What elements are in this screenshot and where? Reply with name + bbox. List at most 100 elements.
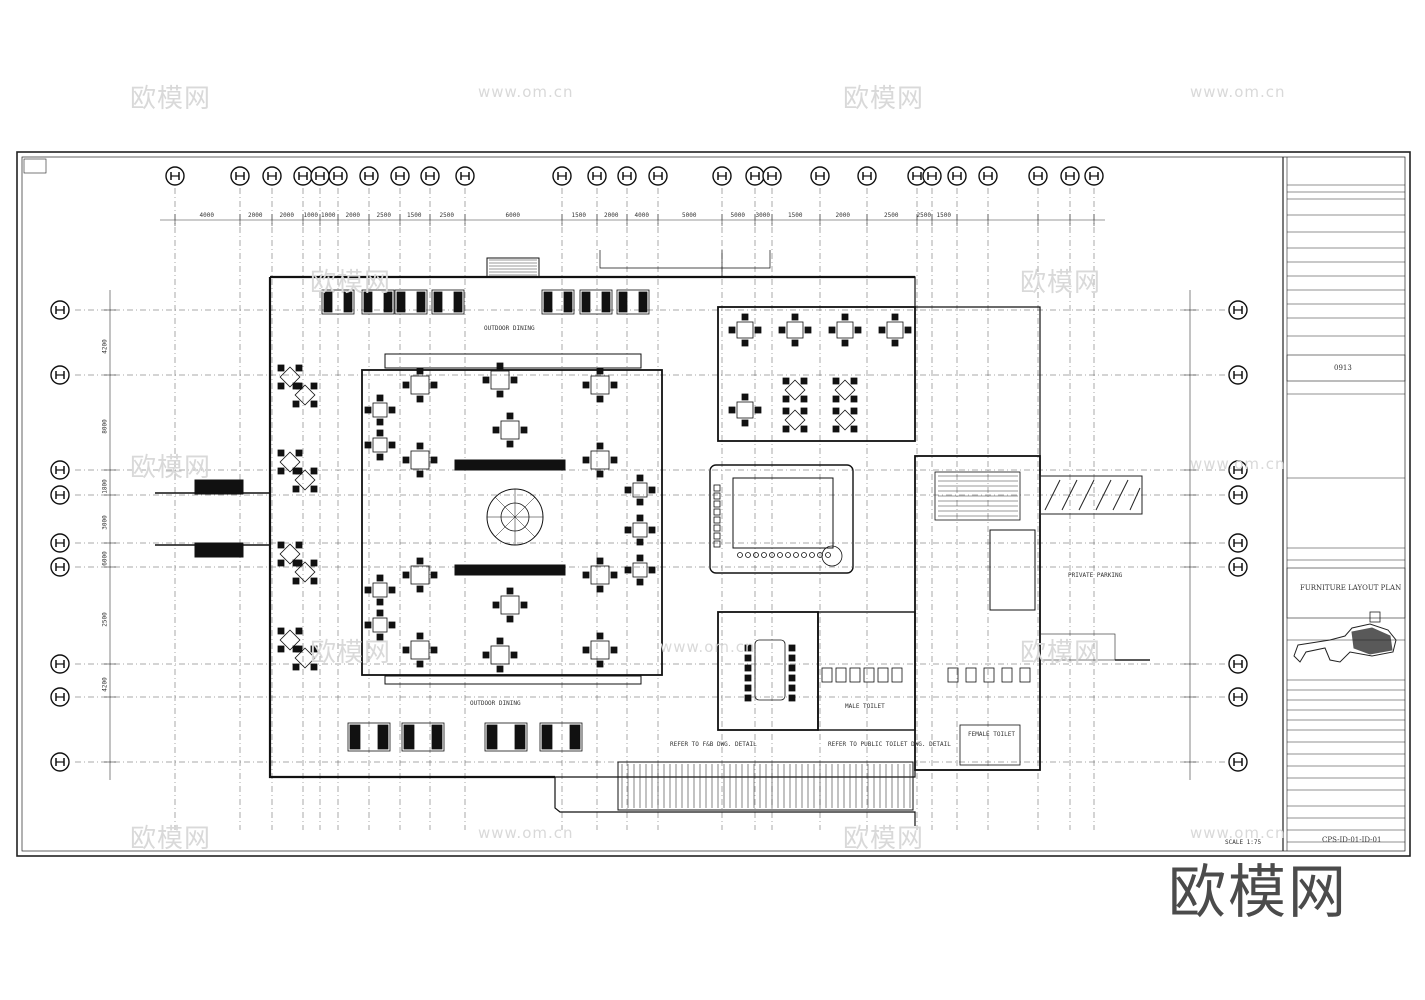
label-refer-note-1: REFER TO F&B DWG. DETAIL (670, 741, 757, 748)
dining-table (500, 420, 520, 440)
frame-tag (23, 158, 47, 174)
toilet-stall (877, 667, 889, 683)
chair (741, 393, 749, 401)
chair (277, 467, 285, 475)
outdoor-bench (394, 289, 428, 315)
chair (416, 470, 424, 478)
building-walls (155, 250, 1041, 826)
dining-table (632, 482, 648, 498)
bar-stool (817, 552, 823, 558)
watermark-url: www.om.cn (1190, 824, 1286, 842)
chair (430, 381, 438, 389)
dimension-value: 2000 (248, 212, 263, 219)
outdoor-bench (431, 289, 465, 315)
watermark-brand: 欧模网 (130, 84, 212, 114)
chair (728, 406, 736, 414)
chair (791, 313, 799, 321)
chair (850, 395, 858, 403)
bar-stool (809, 552, 815, 558)
bar-stool (761, 552, 767, 558)
watermark-brand: 欧模网 (310, 638, 392, 668)
dining-table (786, 321, 804, 339)
chair (510, 651, 518, 659)
chair (624, 526, 632, 534)
chair (788, 684, 796, 692)
dining-table (834, 409, 856, 431)
dimension-value: 1500 (571, 212, 586, 219)
chair (744, 674, 752, 682)
dimension-value: 2500 (439, 212, 454, 219)
dining-table (372, 437, 388, 453)
chair (728, 326, 736, 334)
dining-table (500, 595, 520, 615)
dining-table (784, 379, 806, 401)
chair (582, 456, 590, 464)
chair (788, 654, 796, 662)
inner-frame (21, 156, 1406, 852)
dining-table (590, 640, 610, 660)
dimension-value: 2000 (279, 212, 294, 219)
watermark-brand: 欧模网 (310, 268, 392, 298)
bar-stool (793, 552, 799, 558)
central-round-table (454, 459, 566, 576)
chair (610, 646, 618, 654)
chair (310, 400, 318, 408)
chair (788, 644, 796, 652)
chair (788, 664, 796, 672)
chair (496, 665, 504, 673)
chair (496, 637, 504, 645)
toilet-stall (863, 667, 875, 683)
bench-seat (618, 291, 628, 313)
chair (364, 406, 372, 414)
dimension-value: 1500 (407, 212, 422, 219)
chair (891, 339, 899, 347)
bench-seat (377, 724, 389, 750)
chair (582, 646, 590, 654)
chair (636, 498, 644, 506)
label-outdoor-dining-top: OUTDOOR DINING (484, 325, 535, 332)
chair (520, 601, 528, 609)
toilet-stall (835, 667, 847, 683)
bar-stool (713, 532, 721, 540)
chair (482, 651, 490, 659)
chair (596, 585, 604, 593)
chair (596, 470, 604, 478)
chair (506, 412, 514, 420)
chair (800, 395, 808, 403)
dimension-value: 2500 (376, 212, 391, 219)
chair (596, 442, 604, 450)
dining-table (886, 321, 904, 339)
dimension-value: 2500 (916, 212, 931, 219)
watermark-url: www.om.cn (1190, 455, 1286, 473)
watermark-brand: 欧模网 (1020, 638, 1102, 668)
chair (277, 559, 285, 567)
chair (648, 566, 656, 574)
chair (610, 571, 618, 579)
bar-stool (785, 552, 791, 558)
dining-table (632, 522, 648, 538)
chair (496, 390, 504, 398)
chair (788, 674, 796, 682)
chair (610, 381, 618, 389)
dimension-value: 3000 (755, 212, 770, 219)
bench-seat (349, 724, 361, 750)
dimension-value: 4200 (101, 676, 109, 692)
bar-stool (769, 552, 775, 558)
label-refer-note-2: REFER TO PUBLIC TOILET DWG. DETAIL (828, 741, 951, 748)
label-male-toilet: MALE TOILET (845, 703, 885, 710)
chair (402, 456, 410, 464)
chair (778, 326, 786, 334)
chair (636, 554, 644, 562)
bar-stool (745, 552, 751, 558)
grid-bubbles (50, 166, 1248, 772)
chair (596, 632, 604, 640)
toilet-stall (891, 667, 903, 683)
chair (596, 367, 604, 375)
chair (292, 485, 300, 493)
outdoor-bench (579, 289, 613, 315)
dimension-value: 1000 (321, 212, 336, 219)
chair (376, 418, 384, 426)
furniture-layout (277, 289, 1031, 752)
chair (430, 571, 438, 579)
